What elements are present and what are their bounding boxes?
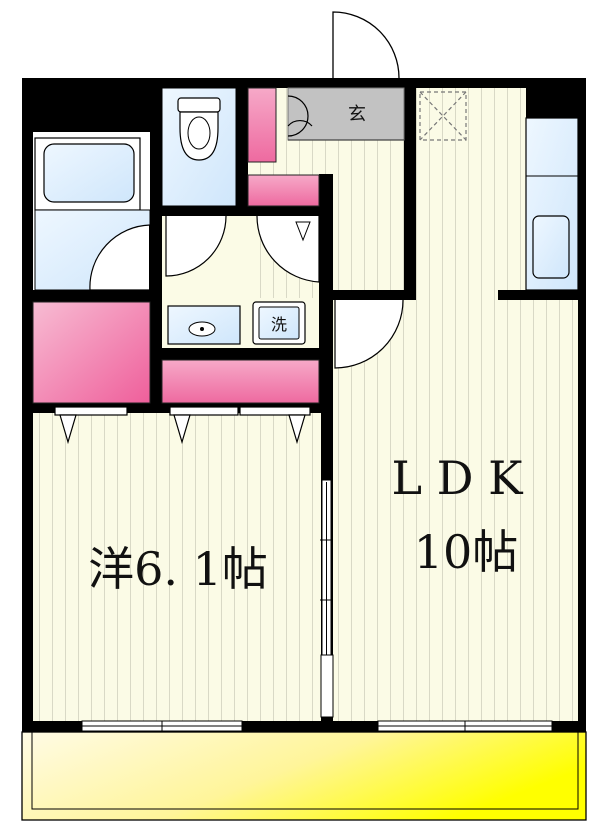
ceiling-hatch <box>419 91 467 141</box>
bathroom-door <box>89 224 151 291</box>
kitchen-counter <box>525 117 579 291</box>
storage-closets <box>32 87 320 404</box>
closet-doors <box>54 406 311 445</box>
washing-machine-space: 洗 <box>252 301 306 345</box>
sliding-door <box>320 479 334 718</box>
entrance: 玄 <box>287 87 405 141</box>
toilet-door <box>165 215 227 277</box>
entrance-door <box>332 11 400 79</box>
washer-label: 洗 <box>271 315 287 334</box>
washroom-door <box>256 215 320 283</box>
ldk-label: L D K <box>391 451 524 505</box>
entrance-label: 玄 <box>348 104 366 125</box>
balcony <box>21 731 587 821</box>
sink-icon <box>167 305 241 345</box>
kitchen-sink-icon <box>532 215 570 279</box>
bathtub-icon <box>34 137 141 211</box>
entrance-folding-door <box>287 95 313 137</box>
western-room-floor <box>33 413 321 721</box>
windows <box>81 720 553 732</box>
western-room-label: 洋6. 1帖 <box>88 542 268 596</box>
ldk-door <box>334 299 404 369</box>
ldk-size-label: 10帖 <box>414 525 519 579</box>
toilet-icon <box>161 87 237 207</box>
